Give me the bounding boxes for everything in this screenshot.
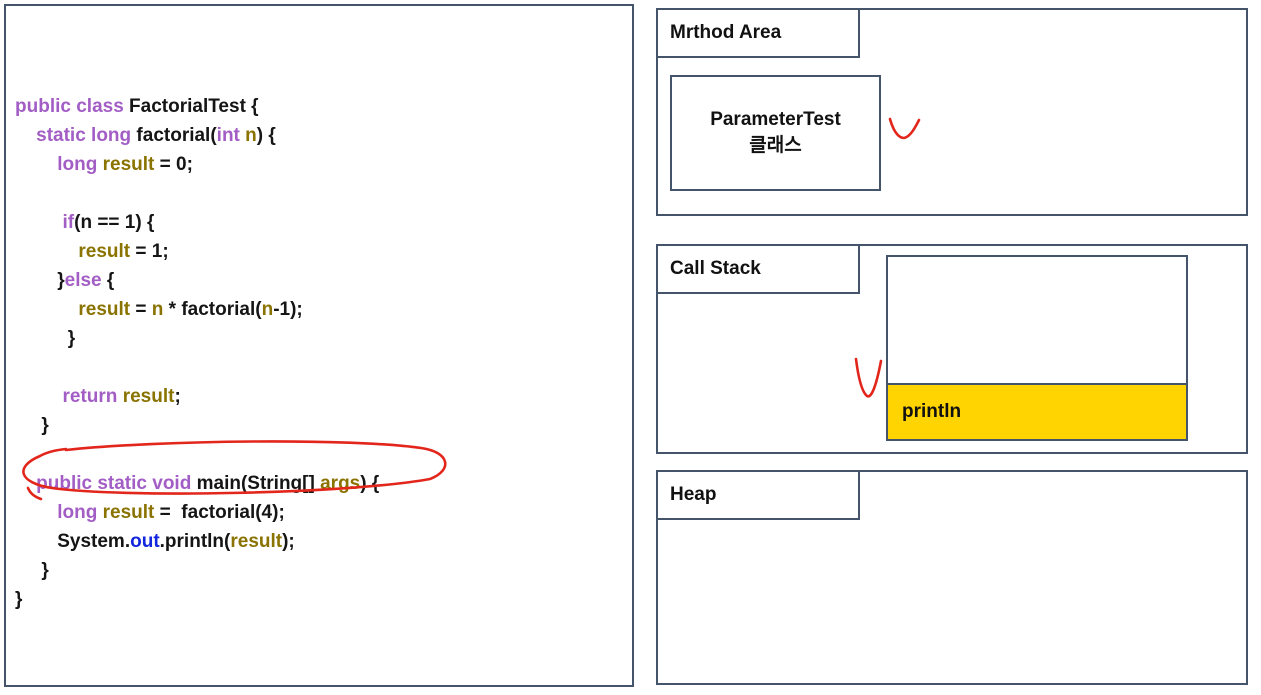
method-area-title-tab: Mrthod Area [656,8,860,58]
java-code-block: public class FactorialTest { static long… [15,96,380,610]
call-stack-title-tab: Call Stack [656,244,860,294]
stack-frame-label: println [902,401,962,422]
parameter-test-class-box: ParameterTest 클래스 [670,75,881,191]
call-stack-box: Call Stack println [656,244,1248,454]
heap-box: Heap [656,470,1248,685]
stack-frame-println: println [888,383,1186,439]
method-area-box: Mrthod Area ParameterTest 클래스 [656,8,1248,216]
class-box-korean-label: 클래스 [749,135,802,156]
class-box-name: ParameterTest [710,109,841,130]
code-panel: public class FactorialTest { static long… [4,4,634,687]
stack-frames-box: println [886,255,1188,441]
heap-title: Heap [670,484,717,505]
method-area-title: Mrthod Area [670,22,782,43]
call-stack-title: Call Stack [670,258,761,279]
heap-title-tab: Heap [656,470,860,520]
